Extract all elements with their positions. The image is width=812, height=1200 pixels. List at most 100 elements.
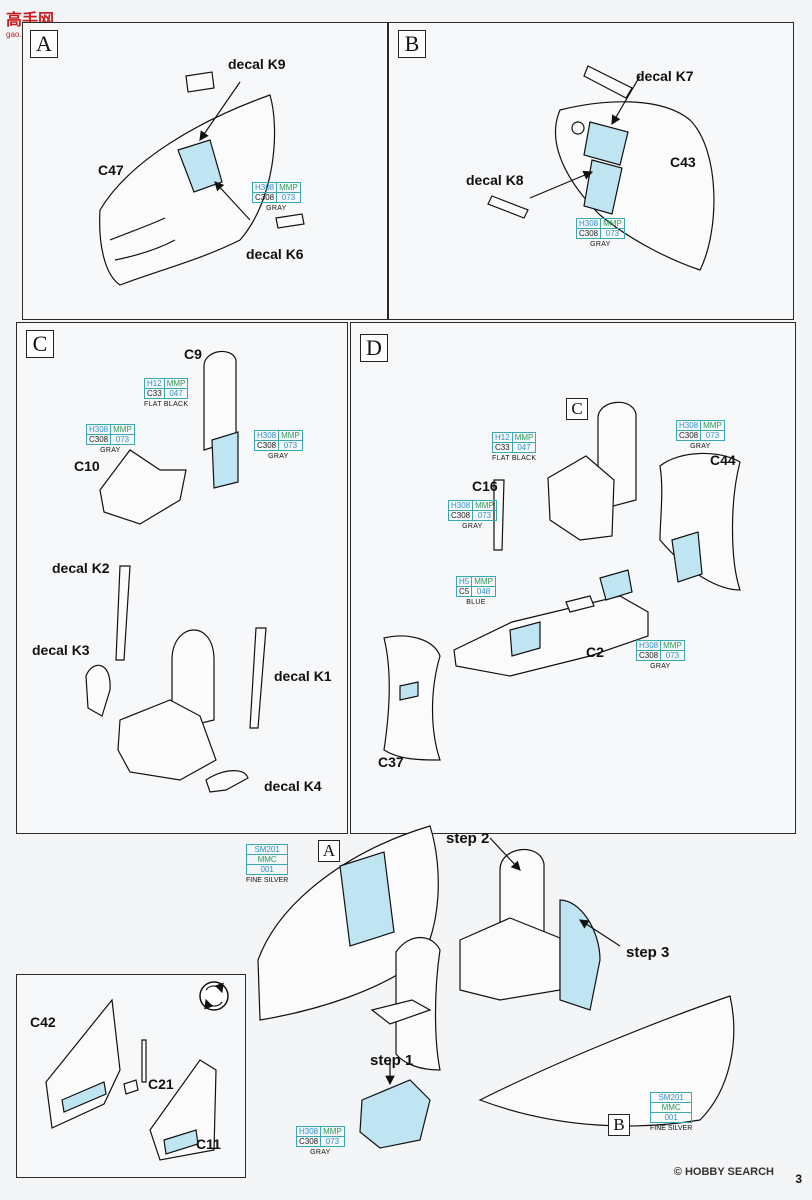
- paint-mmp-code: MMP: [472, 577, 495, 587]
- paint-sm-code: SM201: [247, 845, 288, 855]
- paint-h-code: H308: [637, 641, 662, 651]
- paint-number: 073: [325, 1137, 340, 1146]
- bottom-assembly-drawing: [257, 825, 735, 1149]
- paint-mmc-code: MMC: [247, 855, 288, 865]
- paint-name: FLAT BLACK: [144, 401, 189, 408]
- paint-number: 073: [281, 193, 296, 202]
- paint-number: 048: [476, 587, 491, 596]
- part-c11-label: C11: [196, 1136, 221, 1152]
- decal-k9-label: decal K9: [228, 56, 286, 72]
- step-1-label: step 1: [370, 1052, 414, 1069]
- paint-c-code: C308: [87, 435, 112, 444]
- panel-c-seat-drawings: [85, 350, 267, 793]
- part-c9-label: C9: [184, 346, 202, 362]
- part-c43-label: C43: [670, 154, 696, 170]
- decal-k8-label: decal K8: [466, 172, 524, 188]
- paint-name: GRAY: [462, 523, 483, 530]
- paint-c-code: C308: [637, 651, 662, 660]
- paint-number: 073: [665, 651, 680, 660]
- paint-c-code: C308: [255, 441, 280, 450]
- decal-k2-label: decal K2: [52, 560, 110, 576]
- decal-k3-label: decal K3: [32, 642, 90, 658]
- decal-k1-label: decal K1: [274, 668, 332, 684]
- paint-h-code: H308: [677, 421, 702, 431]
- paint-h-code: H308: [577, 219, 602, 229]
- step-3-label: step 3: [626, 944, 670, 961]
- paint-h-code: H308: [253, 183, 278, 193]
- paint-number: 073: [115, 435, 130, 444]
- paint-mmp-code: MMP: [512, 433, 536, 443]
- paint-number: 073: [605, 229, 620, 238]
- part-c42-label: C42: [30, 1014, 56, 1030]
- paint-h-code: H308: [87, 425, 112, 435]
- rotate-icon: [199, 981, 229, 1011]
- paint-h-code: H308: [449, 501, 474, 511]
- paint-c-code: C308: [253, 193, 278, 202]
- paint-c-code: C33: [145, 389, 165, 398]
- paint-mmc-code: MMC: [651, 1103, 692, 1113]
- paint-name: GRAY: [268, 453, 289, 460]
- paint-h-code: H308: [297, 1127, 322, 1137]
- paint-name: GRAY: [650, 663, 671, 670]
- paint-c-code: C33: [493, 443, 513, 452]
- paint-h-code: H308: [255, 431, 280, 441]
- paint-name: GRAY: [100, 447, 121, 454]
- paint-c-code: C308: [449, 511, 474, 520]
- part-c44-label: C44: [710, 452, 736, 468]
- step-2-label: step 2: [446, 830, 490, 847]
- paint-name: FLAT BLACK: [492, 455, 537, 462]
- panel-d-label: D: [360, 334, 388, 362]
- part-c2-label: C2: [586, 644, 604, 660]
- page-number: 3: [795, 1172, 802, 1186]
- part-c21-label: C21: [148, 1076, 174, 1092]
- paint-number: 073: [477, 511, 492, 520]
- panel-b-label: B: [398, 30, 426, 58]
- paint-number: 047: [517, 443, 531, 452]
- panel-c-label: C: [26, 330, 54, 358]
- paint-c-code: C308: [297, 1137, 322, 1146]
- paint-name: GRAY: [690, 443, 711, 450]
- panel-a-label: A: [30, 30, 58, 58]
- paint-c-code: C308: [577, 229, 602, 238]
- paint-h-code: H5: [457, 577, 473, 587]
- paint-number: 073: [283, 441, 298, 450]
- paint-mmp-code: MMP: [164, 379, 188, 389]
- paint-mmp-code: MMP: [279, 431, 302, 441]
- paint-number: 073: [705, 431, 720, 440]
- paint-mmp-code: MMP: [473, 501, 496, 511]
- decal-k4-label: decal K4: [264, 778, 322, 794]
- paint-name: GRAY: [266, 205, 287, 212]
- paint-mmp-code: MMP: [601, 219, 624, 229]
- paint-c-code: C5: [457, 587, 473, 596]
- part-c47-label: C47: [98, 162, 124, 178]
- paint-mmp-code: MMP: [701, 421, 724, 431]
- paint-name: BLUE: [466, 599, 486, 606]
- paint-name: GRAY: [590, 241, 611, 248]
- bottom-label-a: A: [318, 840, 340, 862]
- part-c37-label: C37: [378, 754, 404, 770]
- decal-k7-label: decal K7: [636, 68, 694, 84]
- panel-d-sub-label: C: [566, 398, 588, 420]
- paint-c-code: C308: [677, 431, 702, 440]
- paint-number: 047: [169, 389, 183, 398]
- paint-mmp-code: MMP: [111, 425, 134, 435]
- paint-h-code: H12: [493, 433, 513, 443]
- bottom-label-b: B: [608, 1114, 630, 1136]
- panel-b-fuselage-drawing: [487, 65, 715, 271]
- paint-name: FINE SILVER: [246, 877, 289, 884]
- paint-sm-code: SM201: [651, 1093, 692, 1103]
- paint-name: GRAY: [310, 1149, 331, 1156]
- part-c10-label: C10: [74, 458, 100, 474]
